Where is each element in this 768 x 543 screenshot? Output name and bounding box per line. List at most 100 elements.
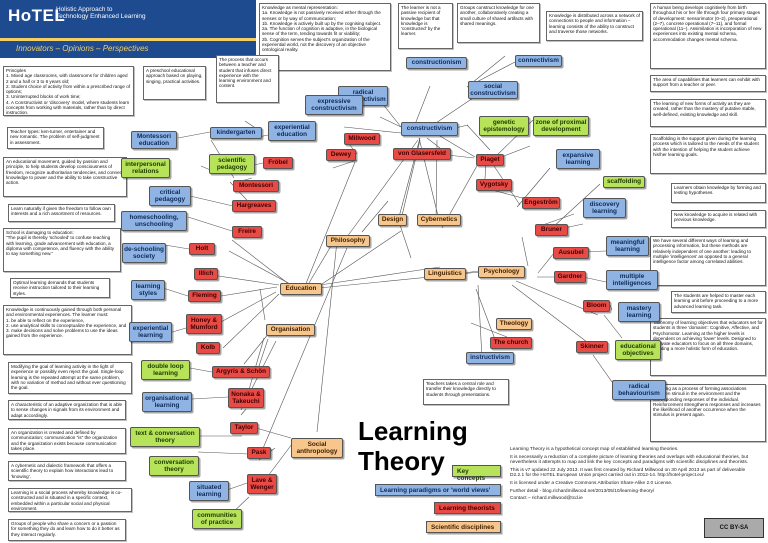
node-millwood[interactable]: Millwood xyxy=(344,133,380,145)
info-line[interactable]: This is v7 updated 22 July 2013. It was … xyxy=(510,467,746,479)
node-double-loop[interactable]: double loop learning xyxy=(141,360,190,380)
note-learn-naturally: Learn naturally if given the freedom to … xyxy=(8,204,115,222)
node-scientific-pedagogy[interactable]: scientific pedagogy xyxy=(209,154,255,174)
cc-license-badge[interactable]: CC BY-SA xyxy=(704,518,764,538)
link xyxy=(164,244,190,250)
node-lave-wenger[interactable]: Lave & Wenger xyxy=(247,474,277,494)
note-modifying-goal: Modifying the goal of learning activity … xyxy=(8,362,132,394)
node-bloom[interactable]: Bloom xyxy=(583,300,610,312)
note-mastery-helped: The students are helped to master each l… xyxy=(671,291,766,313)
node-education[interactable]: Education xyxy=(280,283,322,295)
node-instructivism[interactable]: instructivism xyxy=(466,352,514,364)
logo-subtitle: Holistic Approach to Technology Enhanced… xyxy=(56,6,146,21)
link xyxy=(537,252,555,274)
link xyxy=(197,451,250,455)
node-experiential-education[interactable]: experiential education xyxy=(268,121,316,141)
node-engestrom[interactable]: Engeström xyxy=(522,197,560,209)
node-freire[interactable]: Freire xyxy=(232,226,262,238)
node-philosophy[interactable]: Philosophy xyxy=(326,235,370,247)
node-fleming[interactable]: Fleming xyxy=(188,290,221,302)
node-cybernetics[interactable]: Cybernetics xyxy=(417,214,461,226)
node-the-church[interactable]: The church xyxy=(490,337,532,349)
node-connectivism[interactable]: connectivism xyxy=(515,55,562,67)
note-taxonomy: Taxonomy of learning objectives that edu… xyxy=(650,318,766,376)
node-genetic-epistemology[interactable]: genetic epistemology xyxy=(479,116,529,136)
node-dewey[interactable]: Dewey xyxy=(326,149,356,161)
node-psychology[interactable]: Psychology xyxy=(478,266,525,278)
node-expressive-constructivism[interactable]: expressive constructivism xyxy=(305,95,363,115)
node-constructivism[interactable]: constructivism xyxy=(401,122,458,136)
note-cognitive-stages: A human being develops cognitively from … xyxy=(650,3,766,69)
link xyxy=(220,286,278,297)
node-mastery-learning[interactable]: mastery learning xyxy=(618,302,660,322)
link xyxy=(316,240,338,433)
node-piaget[interactable]: Piaget xyxy=(476,154,504,166)
link xyxy=(189,195,234,207)
node-linguistics[interactable]: Linguistics xyxy=(424,268,466,280)
node-nonaka-takeuchi[interactable]: Nonaka & Takeuchi xyxy=(228,388,264,408)
node-hargreaves[interactable]: Hargreaves xyxy=(232,200,276,212)
node-gardner[interactable]: Gardner xyxy=(554,271,586,283)
link xyxy=(361,200,389,233)
node-conversation-theory[interactable]: conversation theory xyxy=(149,456,199,476)
note-communities: Groups of people who share a concern or … xyxy=(8,519,126,541)
note-learner-constructs: The learner is not a passive recipient o… xyxy=(398,3,453,49)
node-design[interactable]: Design xyxy=(378,214,407,226)
node-organisational-learning[interactable]: organisational learning xyxy=(142,392,192,412)
node-expansive-learning[interactable]: expansive learning xyxy=(556,149,600,169)
node-discovery-learning[interactable]: discovery learning xyxy=(583,198,626,218)
note-teachers-central: Teachers takes a central role and transf… xyxy=(423,379,509,405)
node-montessori-education[interactable]: Montessori education xyxy=(131,131,177,149)
node-scaffolding[interactable]: scaffolding xyxy=(603,176,645,188)
node-situated-learning[interactable]: situated learning xyxy=(189,481,229,501)
node-honey-mumford[interactable]: Honey & Mumford xyxy=(186,314,222,334)
node-multiple-intelligences[interactable]: multiple intelligences xyxy=(606,270,658,290)
node-experiential-learning[interactable]: experiential learning xyxy=(129,322,172,342)
node-deschooling[interactable]: de-schooling society xyxy=(122,243,166,263)
link xyxy=(429,95,477,128)
node-frobel[interactable]: Fröbel xyxy=(263,157,293,169)
node-pask[interactable]: Pask xyxy=(247,447,271,459)
node-ausubel[interactable]: Ausubel xyxy=(553,247,589,259)
node-social-constructivism[interactable]: social constructivism xyxy=(468,81,518,99)
node-homeschooling[interactable]: homeschooling, unschooling xyxy=(121,211,187,231)
note-knowledge-acquired: Knowledge is continuously gained through… xyxy=(3,305,132,355)
node-radical-behaviourism[interactable]: radical behaviourism xyxy=(612,380,666,400)
link xyxy=(521,236,529,267)
link xyxy=(218,291,277,324)
node-text-conversation[interactable]: text & conversation theory xyxy=(130,427,200,447)
link xyxy=(226,482,248,491)
node-holt[interactable]: Holt xyxy=(189,243,215,255)
link xyxy=(343,126,402,134)
note-expansive-new-forms: The learning of new forms of activity as… xyxy=(650,99,766,127)
node-communities-practice[interactable]: communities of practice xyxy=(192,509,242,529)
node-vygotsky[interactable]: Vygotsky xyxy=(476,179,512,191)
info-line[interactable]: Further detail - blog.richardmillwood.ne… xyxy=(510,488,655,494)
node-zpd[interactable]: zone of proximal development xyxy=(533,116,589,136)
node-interpersonal-relations[interactable]: interpersonal relations xyxy=(121,158,170,178)
node-bruner[interactable]: Bruner xyxy=(535,224,568,236)
node-learning-styles[interactable]: learning styles xyxy=(131,280,165,300)
node-critical-pedagogy[interactable]: critical pedagogy xyxy=(149,186,191,206)
node-argyris-schon[interactable]: Argyris & Schön xyxy=(212,366,270,378)
node-illich[interactable]: Illich xyxy=(194,268,218,280)
link xyxy=(187,216,233,232)
logo-divider xyxy=(0,38,256,41)
node-kolb[interactable]: Kolb xyxy=(196,342,220,354)
node-meaningful-learning[interactable]: meaningful learning xyxy=(606,236,649,256)
node-educational-objectives[interactable]: educational objectives xyxy=(615,340,661,360)
node-kindergarten[interactable]: kindergarten xyxy=(210,127,262,139)
info-line[interactable]: Contact – richard.millwood@tcd.ie xyxy=(510,496,583,502)
node-organisation[interactable]: Organisation xyxy=(266,324,315,336)
node-taylor[interactable]: Taylor xyxy=(230,422,258,434)
info-panel: Learning Theory is a hypothetical concep… xyxy=(510,447,760,504)
link xyxy=(466,124,491,151)
node-social-anthropology[interactable]: Social anthropology xyxy=(291,438,343,458)
note-new-knowledge: New knowledge to acquire is related with… xyxy=(671,210,766,228)
node-von-glasersfeld[interactable]: von Glasersfeld xyxy=(393,148,451,160)
node-constructionism[interactable]: constructionism xyxy=(406,57,467,69)
node-theology[interactable]: Theology xyxy=(496,318,532,330)
node-skinner[interactable]: Skinner xyxy=(576,341,608,353)
node-montessori[interactable]: Montessori xyxy=(233,180,279,192)
link xyxy=(609,304,613,311)
